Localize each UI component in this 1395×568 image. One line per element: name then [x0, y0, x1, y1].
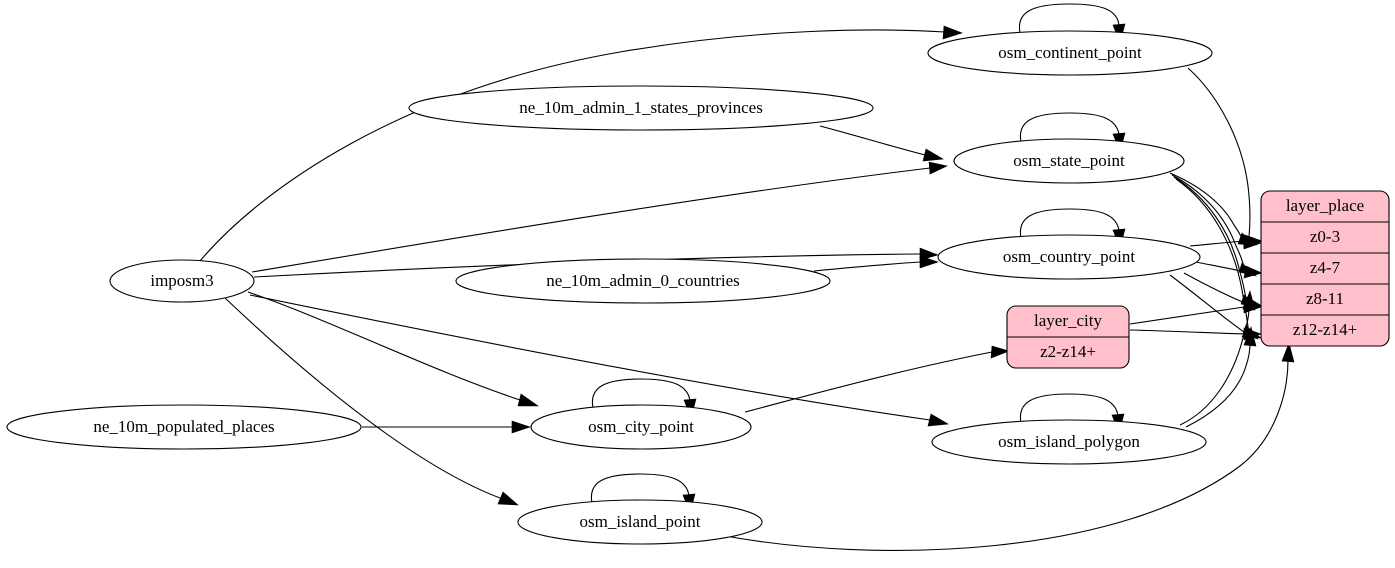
node-label-osm-state-point: osm_state_point — [1013, 151, 1125, 170]
node-ne-10m-admin-1-states-provinces[interactable]: ne_10m_admin_1_states_provinces — [408, 85, 874, 131]
edge-imposm3-to-osm_state_point — [251, 161, 948, 273]
node-label-ne-countries: ne_10m_admin_0_countries — [546, 271, 740, 290]
layer-place-title: layer_place — [1286, 196, 1364, 215]
edge-osm_island_polygon-to-layer_place-z12-z14 — [1185, 326, 1257, 428]
node-label-osm-continent-point: osm_continent_point — [998, 43, 1142, 62]
node-imposm3[interactable]: imposm3 — [109, 259, 255, 303]
nodes-layer: imposm3 ne_10m_admin_1_states_provinces … — [6, 30, 1390, 545]
layer-city-title: layer_city — [1034, 311, 1102, 330]
edge-imposm3-to-osm_island_point — [224, 297, 519, 506]
edge-osm_country_point-to-layer_place-z0-3 — [1189, 234, 1263, 248]
node-layer-city[interactable]: layer_city z2-z14+ — [1006, 305, 1130, 369]
node-ne-10m-populated-places[interactable]: ne_10m_populated_places — [6, 404, 362, 450]
node-layer-place[interactable]: layer_place z0-3 z4-7 z8-11 z12-z14+ — [1260, 190, 1390, 347]
layer-place-row-z4-7[interactable]: z4-7 — [1310, 258, 1341, 277]
node-label-osm-city-point: osm_city_point — [588, 417, 694, 436]
edge-osm_island_polygon-to-layer_place-z8-11 — [1179, 290, 1256, 426]
layer-place-row-z8-11[interactable]: z8-11 — [1306, 289, 1344, 308]
node-label-osm-island-point: osm_island_point — [580, 512, 701, 531]
node-ne-10m-admin-0-countries[interactable]: ne_10m_admin_0_countries — [455, 258, 831, 304]
node-osm-island-point[interactable]: osm_island_point — [517, 499, 763, 545]
edge-ne_countries-to-osm_country_point — [813, 255, 939, 272]
edge-imposm3-to-osm_city_point — [247, 291, 539, 407]
node-label-ne-populated: ne_10m_populated_places — [93, 417, 274, 436]
edge-osm_island_point-to-layer_place-z12-z14 — [719, 342, 1295, 551]
node-label-ne-states: ne_10m_admin_1_states_provinces — [519, 98, 763, 117]
node-osm-country-point[interactable]: osm_country_point — [937, 234, 1201, 280]
node-label-osm-country-point: osm_country_point — [1003, 247, 1135, 266]
node-osm-continent-point[interactable]: osm_continent_point — [927, 30, 1213, 76]
node-osm-island-polygon[interactable]: osm_island_polygon — [931, 419, 1207, 465]
edge-osm_city_point-to-layer_city-z2-z14 — [744, 345, 1010, 413]
edge-ne_populated-to-osm_city_point — [362, 420, 531, 434]
edge-osm_country_point-to-layer_place-z4-7 — [1195, 261, 1263, 279]
node-label-imposm3: imposm3 — [150, 271, 213, 290]
edge-imposm3-to-osm_continent_point — [199, 25, 963, 262]
layer-city-row-z2-z14[interactable]: z2-z14+ — [1040, 342, 1096, 361]
node-label-osm-island-polygon: osm_island_polygon — [998, 432, 1140, 451]
edge-ne_states-to-osm_state_point — [819, 125, 944, 162]
node-osm-city-point[interactable]: osm_city_point — [530, 404, 752, 450]
layer-place-row-z0-3[interactable]: z0-3 — [1310, 227, 1340, 246]
edge-imposm3-to-osm_island_polygon — [249, 294, 949, 427]
layer-place-row-z12-z14[interactable]: z12-z14+ — [1293, 320, 1357, 339]
node-osm-state-point[interactable]: osm_state_point — [953, 138, 1185, 184]
edge-layer_city-to-layer_place-z8-11 — [1129, 300, 1262, 325]
